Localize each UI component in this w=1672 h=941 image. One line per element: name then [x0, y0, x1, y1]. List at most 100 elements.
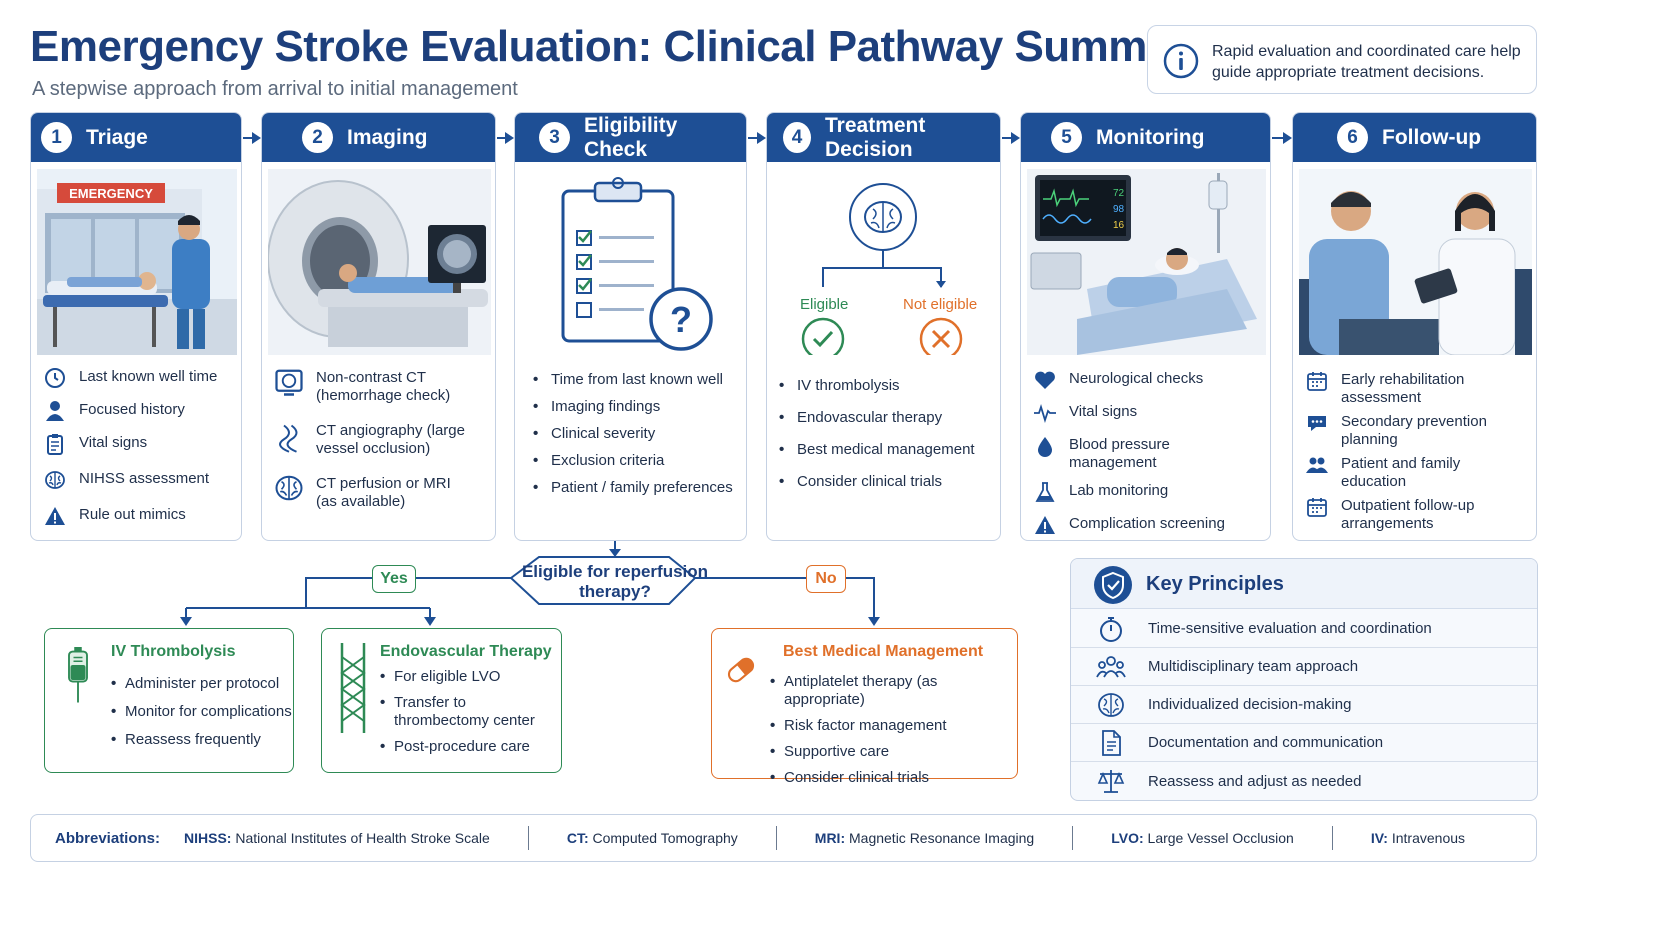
info-icon — [1163, 43, 1199, 79]
principle-text: Individualized decision-making — [1148, 696, 1352, 713]
item-text: Reassess frequently — [125, 731, 261, 748]
item-text: Antiplatelet therapy (as appropriate) — [784, 673, 938, 708]
item-text: Neurological checks — [1069, 370, 1204, 387]
item-text: Supportive care — [784, 743, 890, 760]
list-item: •Reassess frequently — [111, 731, 261, 748]
step-triage: 1 Triage EMERGENCY Last known well time … — [30, 112, 242, 541]
stopwatch-icon — [1100, 616, 1122, 642]
abbreviation: MRI: — [814, 830, 846, 846]
abbreviations-title: Abbreviations: — [55, 829, 161, 847]
item-text: Risk factor management — [784, 717, 947, 734]
step-number: 1 — [41, 122, 72, 153]
principle-text: Multidisciplinary team approach — [1148, 658, 1359, 675]
monitor-value: 98 — [1113, 204, 1125, 215]
warning-icon — [45, 507, 65, 525]
emergency-sign: EMERGENCY — [69, 186, 153, 201]
item-text: Imaging findings — [551, 398, 661, 415]
list-item: CT perfusion or MRI (as available) — [274, 475, 487, 511]
shield-icon — [1094, 566, 1132, 604]
step-header: 5 Monitoring — [1021, 113, 1270, 162]
item-text: Patient and family education — [1341, 455, 1461, 490]
principle-row: Individualized decision-making — [1071, 686, 1537, 724]
calendar-icon — [1307, 498, 1327, 517]
list-item: Early rehabilitation assessment — [1305, 371, 1528, 407]
calendar-icon — [1307, 372, 1327, 391]
list-item: Non-contrast CT (hemorrhage check) — [274, 369, 487, 405]
item-text: Transfer to thrombectomy center — [394, 694, 535, 729]
list-item: Patient and family education — [1305, 455, 1528, 491]
item-text: Patient / family preferences — [551, 479, 733, 496]
follow-up-illustration — [1299, 169, 1532, 355]
item-text: Blood pressure management — [1069, 436, 1170, 471]
outcome-list: •Administer per protocol •Monitor for co… — [111, 675, 292, 749]
list-item: •Supportive care — [770, 743, 890, 760]
divider — [775, 826, 777, 850]
flow-arrow — [748, 132, 766, 144]
monitoring-illustration: 72 98 16 — [1027, 169, 1266, 355]
item-text: Non-contrast CT (hemorrhage check) — [316, 369, 451, 404]
item-text: Consider clinical trials — [797, 473, 943, 490]
outcome-list: •Antiplatelet therapy (as appropriate) •… — [770, 673, 1017, 787]
list-item: Focused history — [43, 401, 233, 423]
item-text: Consider clinical trials — [784, 769, 930, 786]
step-title: Follow-up — [1382, 125, 1482, 149]
item-text: Vital signs — [79, 434, 148, 451]
item-text: Vital signs — [1069, 403, 1138, 420]
abbreviation-item: LVO: Large Vessel Occlusion — [1111, 830, 1294, 846]
list-item: •Patient / family preferences — [533, 479, 733, 496]
monitor-value: 72 — [1113, 188, 1125, 199]
person-icon — [46, 401, 64, 421]
key-principles-panel: Key Principles Time-sensitive evaluation… — [1070, 558, 1538, 801]
list-item: Last known well time — [43, 368, 233, 390]
principle-text: Documentation and communication — [1148, 734, 1384, 751]
svg-text:?: ? — [670, 299, 692, 340]
item-text: Time from last known well — [551, 371, 723, 388]
step-imaging: 2 Imaging Non-contrast CT (hemorrhage ch… — [261, 112, 496, 541]
list-item: •Risk factor management — [770, 717, 947, 734]
info-text: Rapid evaluation and coordinated care he… — [1212, 43, 1521, 81]
chat-icon — [1308, 416, 1326, 431]
list-item: •Imaging findings — [533, 398, 661, 415]
item-text: Clinical severity — [551, 425, 656, 442]
decision-question: Eligible for reperfusion therapy? — [521, 562, 709, 601]
item-text: CT perfusion or MRI (as available) — [316, 475, 451, 510]
item-text: IV thrombolysis — [797, 377, 900, 394]
item-text: Focused history — [79, 401, 185, 418]
step-eligibility-check: 3 Eligibility Check ? •Time from last kn… — [514, 112, 747, 541]
item-text: CT angiography (large vessel occlusion) — [316, 422, 465, 457]
ct-scanner-illustration — [268, 169, 491, 355]
flow-arrow — [243, 132, 261, 144]
step-number: 6 — [1337, 122, 1368, 153]
principle-row: Multidisciplinary team approach — [1071, 648, 1537, 686]
list-item: Neurological checks — [1033, 370, 1262, 392]
list-item: •For eligible LVO — [380, 668, 501, 685]
key-principles-header: Key Principles — [1071, 559, 1537, 609]
outcome-best-medical-management: Best Medical Management •Antiplatelet th… — [711, 628, 1018, 786]
abbreviation-definition: National Institutes of Health Stroke Sca… — [235, 830, 490, 846]
step-title: Treatment Decision — [825, 113, 926, 161]
step-treatment-decision: 4 Treatment Decision Eligible Not eligib… — [766, 112, 1001, 541]
abbreviation-definition: Intravenous — [1391, 830, 1466, 846]
document-icon — [1102, 729, 1121, 756]
checklist-illustration: ? — [561, 177, 713, 351]
step-header: 4 Treatment Decision — [767, 113, 1000, 162]
outcome-endovascular-therapy: Endovascular Therapy •For eligible LVO •… — [321, 628, 562, 773]
abbreviation-item: CT: Computed Tomography — [567, 830, 738, 846]
list-item: Secondary prevention planning — [1305, 413, 1528, 449]
drop-icon — [1038, 437, 1052, 457]
pulse-icon — [1034, 404, 1056, 423]
step-title: Eligibility Check — [583, 113, 678, 161]
principle-text: Time-sensitive evaluation and coordinati… — [1148, 620, 1432, 637]
outcome-title: IV Thrombolysis — [111, 643, 236, 660]
divider — [527, 826, 529, 850]
step-number: 2 — [302, 122, 333, 153]
abbreviation-item: MRI: Magnetic Resonance Imaging — [815, 830, 1034, 846]
follow-up-items: Early rehabilitation assessment Secondar… — [1305, 371, 1528, 533]
principle-row: Time-sensitive evaluation and coordinati… — [1071, 610, 1537, 648]
step-header: 3 Eligibility Check — [515, 113, 746, 162]
item-text: Complication screening — [1069, 515, 1225, 532]
scale-icon — [1097, 770, 1125, 793]
clipboard-icon — [47, 434, 63, 455]
triage-items: Last known well time Focused history Vit… — [43, 368, 233, 528]
list-item: Blood pressure management — [1033, 436, 1262, 472]
